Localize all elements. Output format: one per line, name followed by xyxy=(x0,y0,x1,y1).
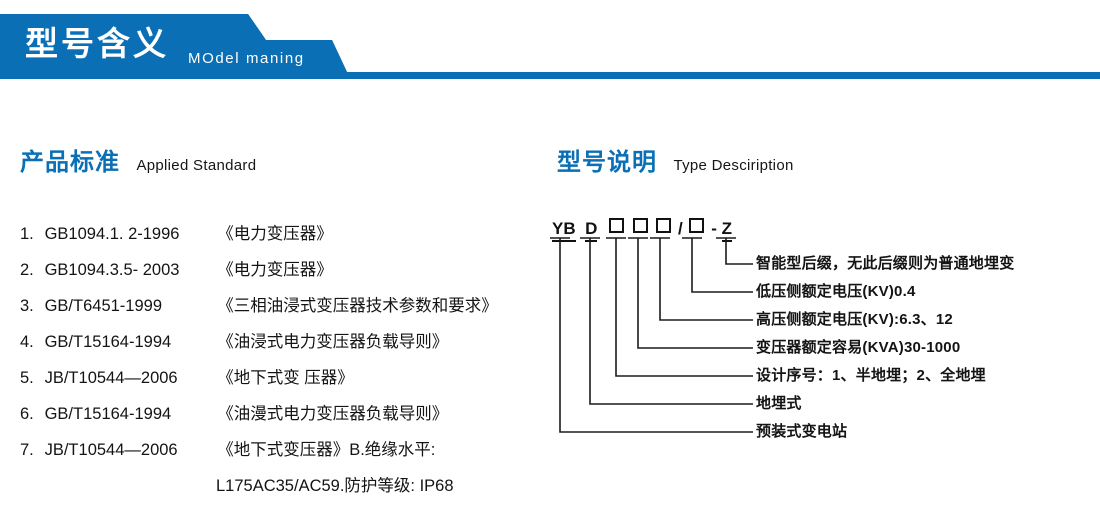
leader-line-2 xyxy=(691,238,753,293)
standard-code: JB/T10544—2006 xyxy=(44,441,178,459)
standard-code: JB/T10544—2006 xyxy=(44,369,178,387)
type-label-hv-voltage: 高压侧额定电压(KV):6.3、12 xyxy=(756,311,953,328)
standard-code: GB/T15164-1994 xyxy=(44,405,172,423)
standard-index: 3. xyxy=(20,297,34,315)
list-item: 1. GB1094.1. 2-1996 《电力变压器》 xyxy=(20,216,540,252)
standard-code: GB1094.1. 2-1996 xyxy=(44,225,180,243)
code-part-z: Z xyxy=(721,219,733,242)
type-heading-en: Type Desciription xyxy=(673,157,794,174)
code-part-yb: YB xyxy=(552,219,576,242)
banner-left-block xyxy=(0,14,347,72)
type-label-lv-voltage: 低压侧额定电压(KV)0.4 xyxy=(756,283,916,300)
type-section-heading: 型号说明 Type Desciription xyxy=(557,142,794,177)
standard-index: 7. xyxy=(20,441,34,459)
leader-line-3 xyxy=(659,238,753,321)
leader-lines-graphic xyxy=(550,237,753,433)
banner-shape-graphic xyxy=(0,14,1100,79)
standard-title: 《电力变压器》 xyxy=(217,225,333,243)
standard-title: 《油浸式电力变压器负载导则》 xyxy=(217,333,449,351)
code-box-4 xyxy=(689,218,705,233)
standard-title: 《油漫式电力变压器负载导则》 xyxy=(217,405,449,423)
leader-line-5 xyxy=(615,238,753,377)
type-heading-cn: 型号说明 xyxy=(557,149,657,176)
standard-continuation-line: L175AC35/AC59.防护等级: IP68 xyxy=(216,477,454,495)
standard-code: GB/T6451-1999 xyxy=(44,297,163,315)
standard-index: 1. xyxy=(20,225,34,243)
type-label-design-serial: 设计序号：1、半地埋；2、全地埋 xyxy=(756,367,986,384)
list-item: 3. GB/T6451-1999 《三相油浸式变压器技术参数和要求》 xyxy=(20,288,540,324)
standard-index: 5. xyxy=(20,369,34,387)
standard-code: GB/T15164-1994 xyxy=(44,333,172,351)
standard-title: 《电力变压器》 xyxy=(217,261,333,279)
standard-heading-cn: 产品标准 xyxy=(20,149,120,176)
code-part-slash: / xyxy=(678,219,683,238)
code-box-3 xyxy=(656,218,672,233)
type-label-buried-type: 地埋式 xyxy=(756,395,802,412)
banner-subtitle: MOdel maning xyxy=(188,50,305,67)
list-item: 6. GB/T15164-1994 《油漫式电力变压器负载导则》 xyxy=(20,396,540,432)
list-item: 5. JB/T10544—2006 《地下式变 压器》 xyxy=(20,360,540,396)
standard-title: 《地下式变 压器》 xyxy=(217,369,354,387)
standard-title: 《三相油浸式变压器技术参数和要求》 xyxy=(217,297,498,315)
standard-index: 4. xyxy=(20,333,34,351)
leader-line-4 xyxy=(637,238,753,349)
standards-list: 1. GB1094.1. 2-1996 《电力变压器》 2. GB1094.3.… xyxy=(20,216,540,504)
code-box-2 xyxy=(632,218,648,233)
leader-line-1 xyxy=(725,238,753,265)
type-label-suffix: 智能型后缀，无此后缀则为普通地埋变 xyxy=(756,255,1015,272)
code-box-1 xyxy=(608,218,624,233)
type-code-string: YB D / - Z xyxy=(552,218,733,242)
standard-section-heading: 产品标准 Applied Standard xyxy=(20,142,256,177)
leader-line-6 xyxy=(589,238,753,405)
leader-line-7 xyxy=(559,238,753,433)
list-item: 2. GB1094.3.5- 2003 《电力变压器》 xyxy=(20,252,540,288)
standard-code: GB1094.3.5- 2003 xyxy=(44,261,180,279)
code-part-dash: - xyxy=(711,219,717,238)
type-label-substation: 预装式变电站 xyxy=(756,423,848,440)
type-label-capacity: 变压器额定容易(KVA)30-1000 xyxy=(756,339,961,356)
list-item: 7. JB/T10544—2006 《地下式变压器》B.绝缘水平: xyxy=(20,432,540,468)
banner-title: 型号含义 xyxy=(25,25,169,62)
standard-heading-en: Applied Standard xyxy=(136,157,257,174)
list-item: 4. GB/T15164-1994 《油浸式电力变压器负载导则》 xyxy=(20,324,540,360)
standard-index: 2. xyxy=(20,261,34,279)
standard-index: 6. xyxy=(20,405,34,423)
standard-title: 《地下式变压器》B.绝缘水平: xyxy=(217,441,436,459)
header-banner: 型号含义 MOdel maning xyxy=(0,0,1100,95)
type-code-diagram: YB D / - Z xyxy=(548,210,1088,460)
code-part-d: D xyxy=(585,219,598,242)
